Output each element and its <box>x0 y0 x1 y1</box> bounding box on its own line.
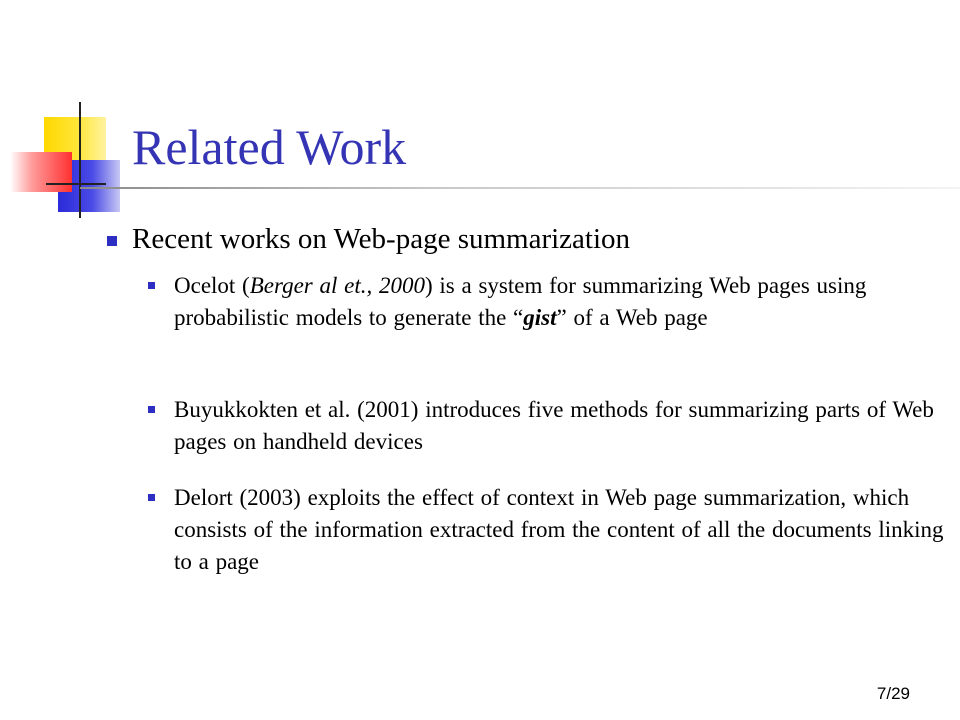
page-number: 7/29 <box>876 684 910 703</box>
ocelot-citation: Berger al et., 2000 <box>249 273 425 298</box>
sub-bullet-square-icon <box>148 406 155 413</box>
main-bullet-text: Recent works on Web-page summarization <box>132 223 631 255</box>
decor-red-square <box>10 152 72 192</box>
sub-bullet-buyukkokten: Buyukkokten et al. (2001) introduces fiv… <box>174 397 934 454</box>
decor-vertical-line <box>79 102 81 218</box>
sub-bullet-square-icon <box>148 282 155 289</box>
sub-bullet-ocelot: Ocelot (Berger al et., 2000) is a system… <box>174 270 954 334</box>
ocelot-text-start: Ocelot ( <box>174 273 250 298</box>
title-underline <box>80 187 960 189</box>
ocelot-text-middle: ) is a system for summarizing Web pages … <box>174 273 867 330</box>
slide-title: Related Work <box>132 119 407 175</box>
sub-bullet-square-icon <box>148 494 155 501</box>
decor-horizontal-line <box>46 183 106 185</box>
gist-term: gist <box>523 305 557 330</box>
bullet-square-icon <box>107 236 117 246</box>
ocelot-text-end: ” of a Web page <box>556 305 708 330</box>
sub-bullet-delort: Delort (2003) exploits the effect of con… <box>174 485 944 574</box>
